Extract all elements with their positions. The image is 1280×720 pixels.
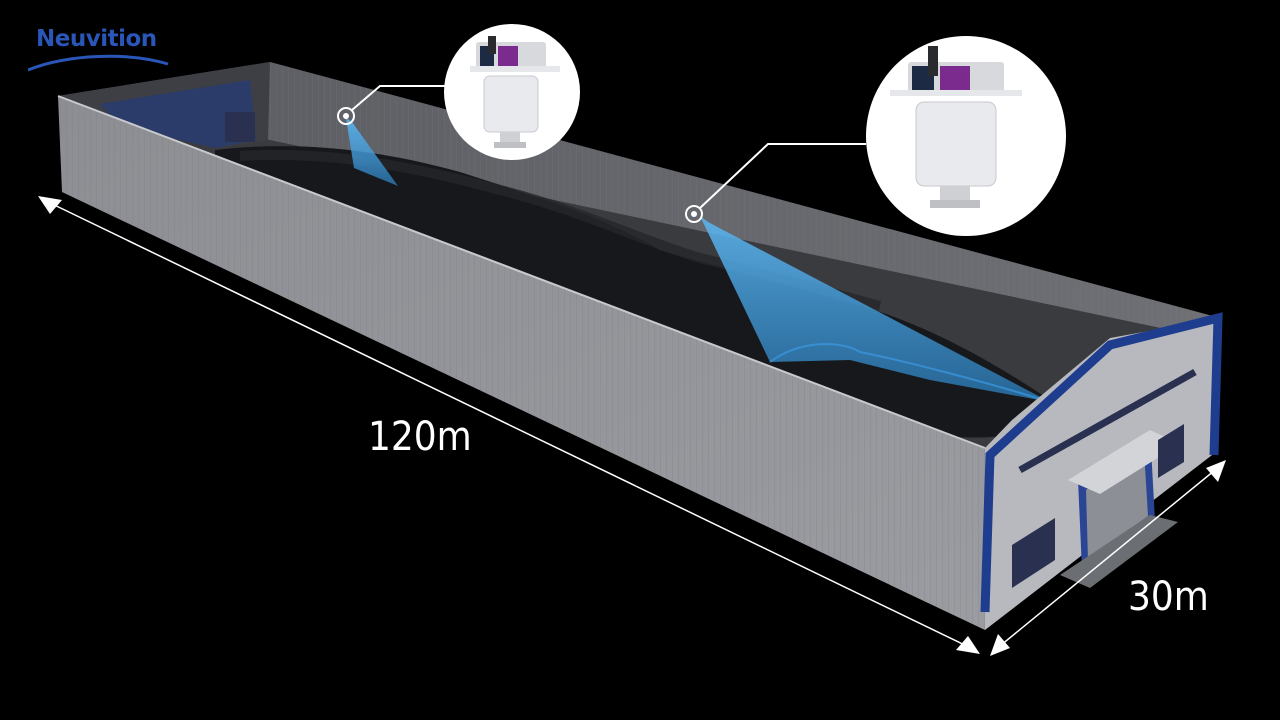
near-end-frame — [980, 312, 1223, 613]
far-end-frame — [100, 80, 256, 148]
arrow-head-icon — [38, 196, 62, 214]
front-wall-top-edge — [57, 95, 986, 449]
sensor-callout-near — [337, 24, 580, 160]
front-side-wall-ribs — [58, 96, 985, 630]
scan-beam-far-edge — [769, 343, 1051, 403]
sensor-callout-far — [685, 36, 1066, 236]
near-end-window-left — [1012, 518, 1055, 588]
brand-logo: Neuvition — [28, 24, 178, 76]
length-label: 120m — [368, 414, 472, 460]
near-end-vent-strip — [1018, 368, 1197, 474]
scan-beam-near — [346, 118, 398, 186]
lidar-sensor-icon — [890, 46, 1022, 208]
logo-swoosh-icon — [28, 54, 169, 72]
width-label: 30m — [1128, 574, 1209, 620]
bulk-material-pile — [215, 146, 1050, 438]
near-end-ramp — [1060, 515, 1178, 588]
length-dimension-line — [43, 199, 976, 651]
scan-beam-far — [700, 216, 1050, 402]
width-dimension-line — [994, 465, 1221, 651]
arrow-head-icon — [1206, 460, 1226, 482]
near-end-door-panel — [1086, 450, 1148, 560]
sensor-marker — [685, 205, 703, 223]
brand-name: Neuvition — [36, 26, 157, 52]
arrow-head-icon — [956, 636, 980, 654]
near-end-window-right — [1158, 424, 1184, 478]
ptz-camera-icon — [470, 36, 560, 148]
arrow-head-icon — [990, 634, 1010, 656]
near-end-canopy — [1068, 430, 1180, 494]
sensor-marker — [337, 107, 355, 125]
far-end-window — [225, 112, 255, 142]
